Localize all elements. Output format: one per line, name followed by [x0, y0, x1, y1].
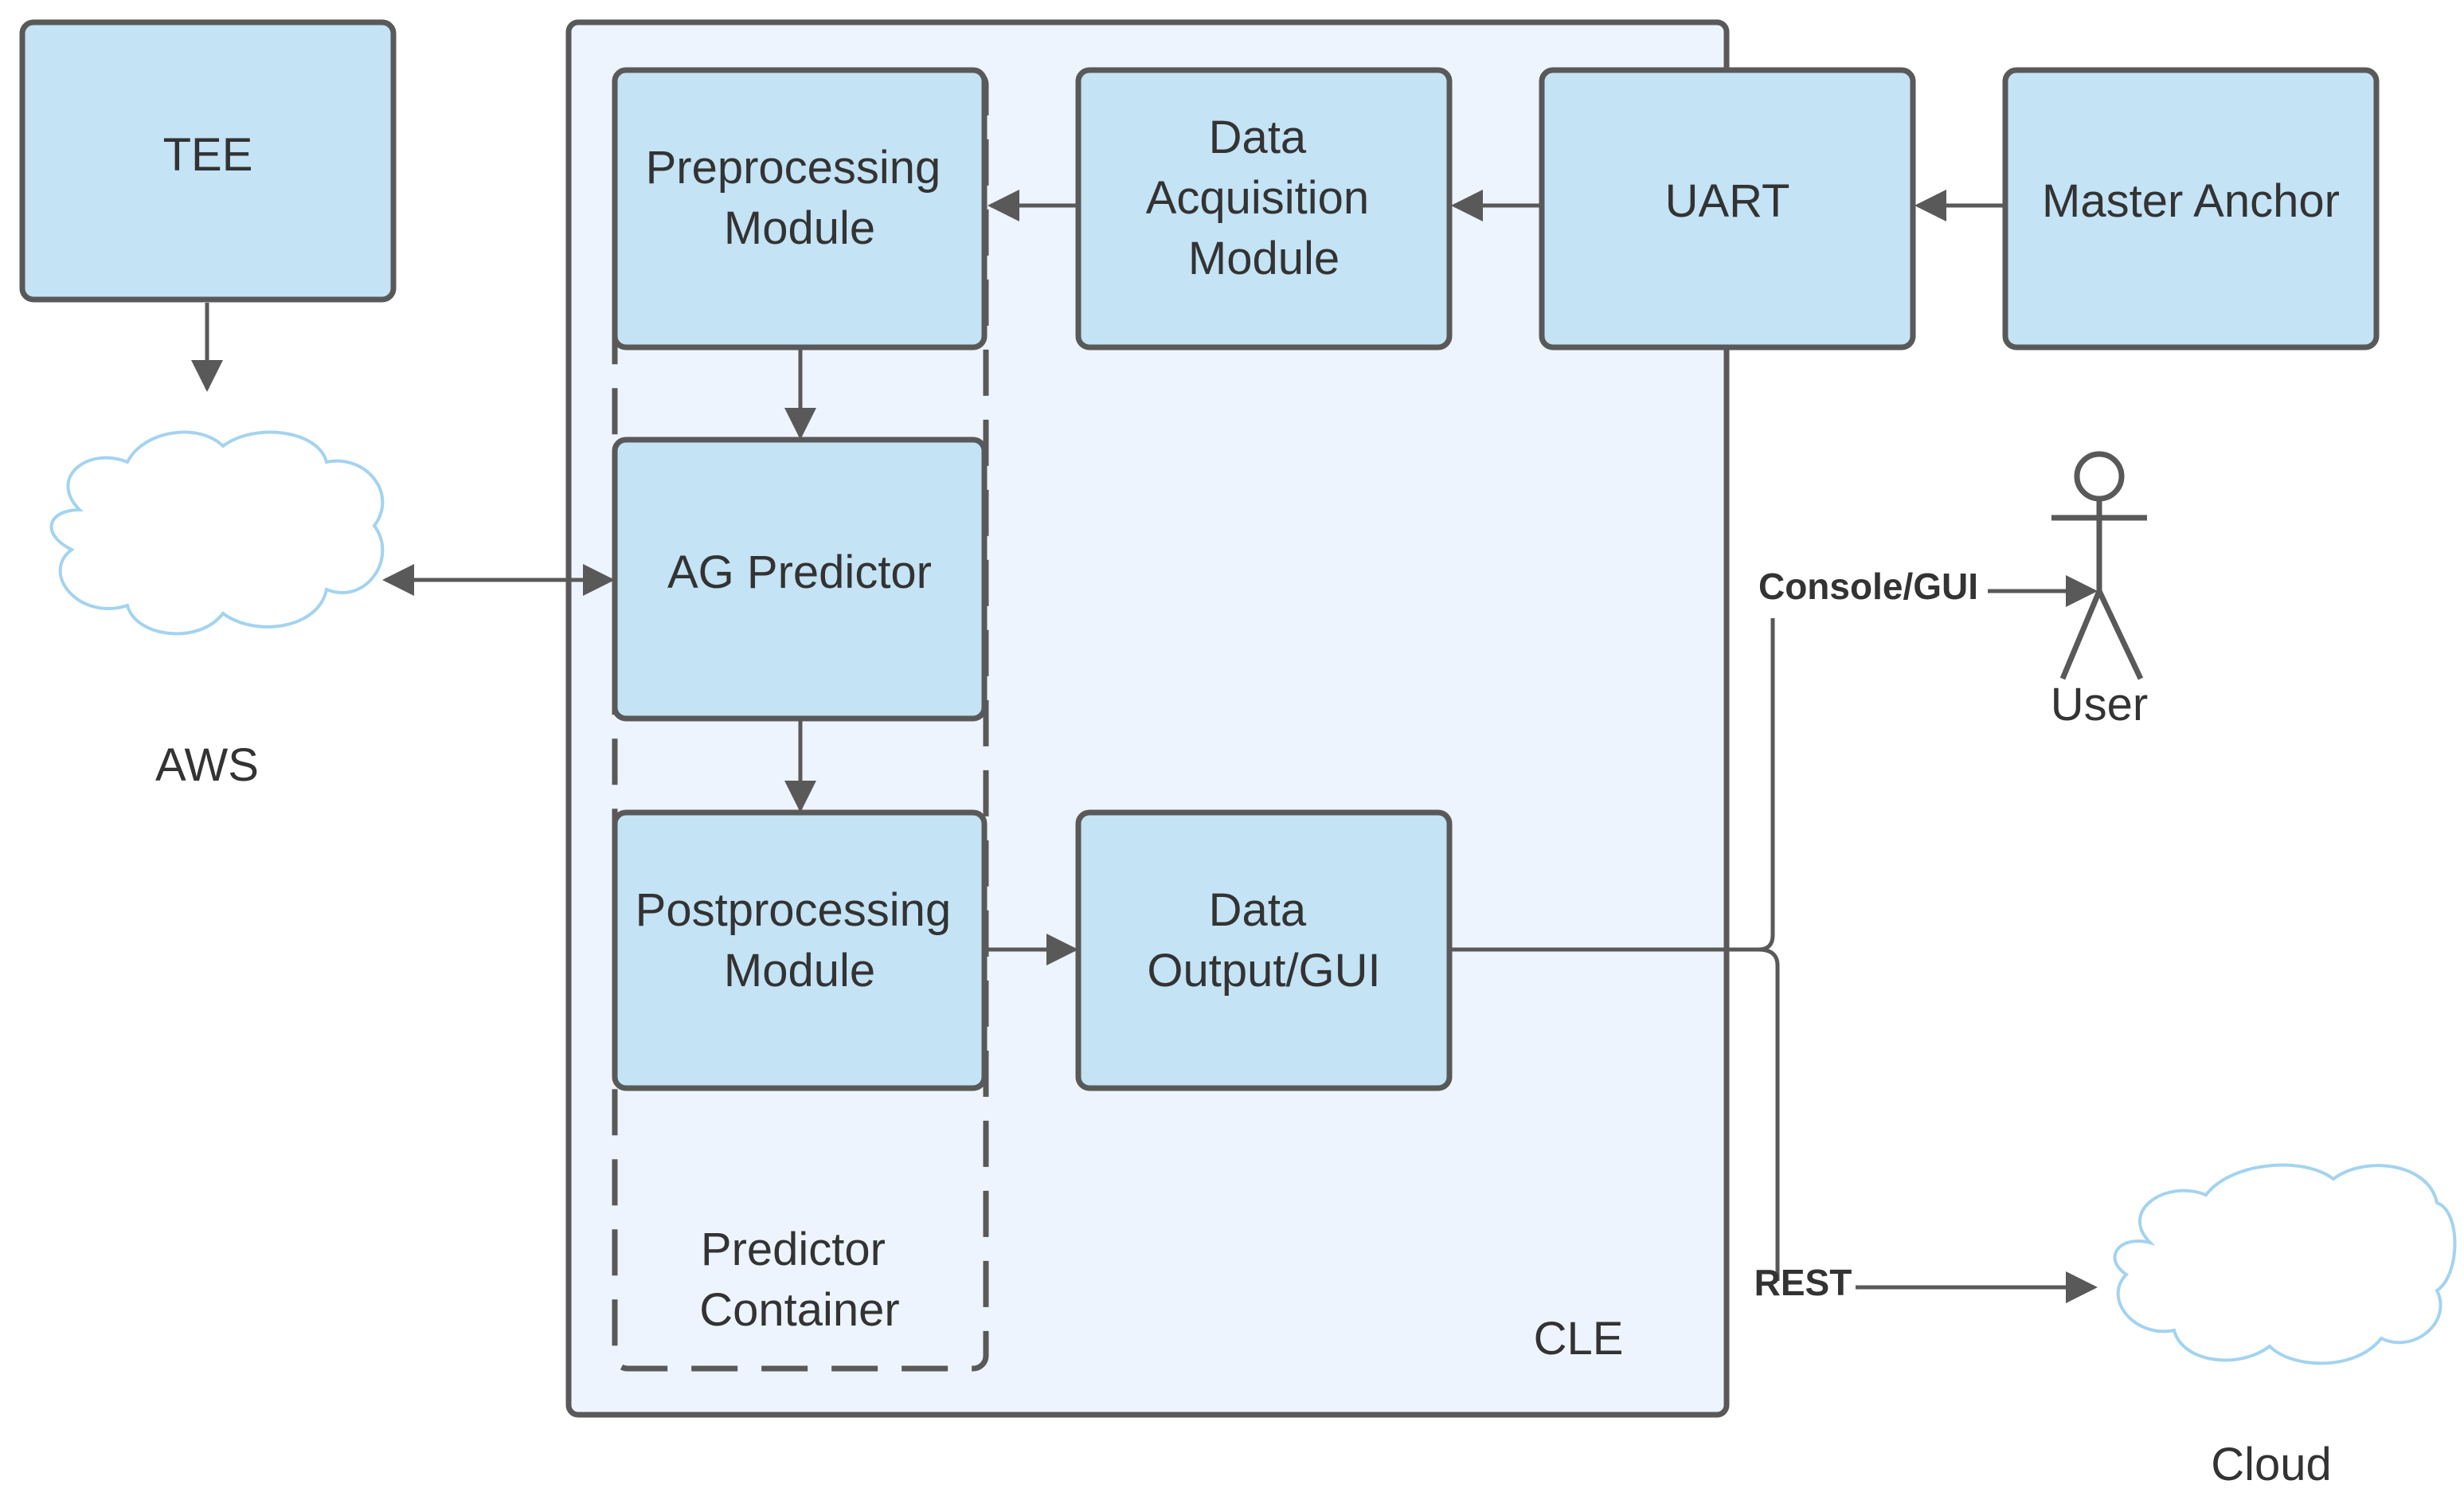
tee-box: [19, 19, 397, 303]
uart-label: UART: [1665, 175, 1790, 227]
preprocessing-module-label: Preprocessing Module: [646, 142, 954, 254]
ag-predictor-label: AG Predictor: [667, 546, 932, 598]
console-gui-label: Console/GUI: [1758, 566, 1978, 607]
tee-label: TEE: [163, 129, 253, 181]
aws-label: AWS: [155, 739, 259, 791]
ag-predictor-box: [612, 437, 988, 722]
aws-cloud-icon: [49, 430, 385, 636]
data-output-gui-label: Data Output/GUI: [1147, 884, 1380, 997]
data-acquisition-module-box: [1075, 67, 1453, 351]
predictor-container-label: Predictor Container: [699, 1224, 899, 1336]
edge-output-to-rest: [1758, 947, 1780, 1281]
user-label: User: [2051, 679, 2148, 730]
master-anchor-box: [2002, 67, 2380, 351]
cle-label: CLE: [1534, 1313, 1624, 1365]
rest-label: REST: [1754, 1262, 1852, 1303]
master-anchor-label: Master Anchor: [2042, 175, 2340, 227]
uart-box: [1539, 67, 1916, 351]
data-acquisition-module-label: Data Acquisition Module: [1146, 112, 1383, 284]
user-actor-icon: [2051, 451, 2147, 680]
postprocessing-module-label: Postprocessing Module: [636, 884, 964, 997]
preprocessing-module-box: [612, 67, 988, 351]
data-output-gui-box: [1075, 809, 1453, 1091]
cloud-icon: [2113, 1163, 2457, 1365]
postprocessing-module-box: [612, 809, 988, 1091]
cloud-label: Cloud: [2211, 1439, 2332, 1490]
